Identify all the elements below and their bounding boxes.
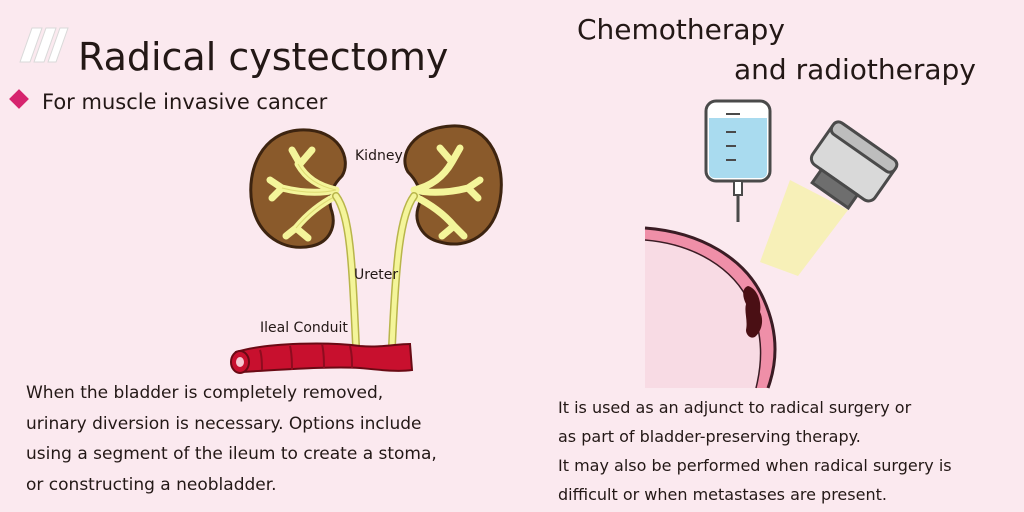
cystectomy-line-4: or constructing a neobladder. bbox=[26, 474, 277, 495]
therapy-line-2: as part of bladder-preserving therapy. bbox=[558, 427, 861, 446]
label-ureter: Ureter bbox=[354, 267, 399, 283]
iv-drip-bag-icon bbox=[704, 99, 772, 222]
radiation-beam bbox=[760, 180, 848, 276]
title-chemotherapy: Chemotherapy bbox=[577, 13, 785, 46]
cystectomy-description: When the bladder is completely removed, … bbox=[26, 378, 456, 500]
left-kidney-illustration bbox=[249, 128, 347, 249]
label-ileal-conduit: Ileal Conduit bbox=[260, 320, 348, 336]
therapy-line-3: It may also be performed when radical su… bbox=[558, 456, 952, 475]
left-ureter bbox=[333, 193, 359, 349]
radiotherapy-machine-icon bbox=[809, 120, 899, 211]
subtitle-muscle-invasive: For muscle invasive cancer bbox=[42, 90, 328, 114]
therapy-description: It is used as an adjunct to radical surg… bbox=[558, 393, 1008, 509]
title-radiotherapy: and radiotherapy bbox=[734, 53, 976, 86]
right-ureter bbox=[389, 193, 417, 349]
label-kidney: Kidney bbox=[355, 148, 403, 164]
right-kidney-illustration bbox=[403, 124, 503, 246]
page-title-radical-cystectomy: Radical cystectomy bbox=[78, 35, 449, 79]
ileal-conduit-illustration bbox=[230, 342, 414, 374]
tumor-mass bbox=[743, 286, 763, 338]
cystectomy-line-2: urinary diversion is necessary. Options … bbox=[26, 413, 422, 434]
cystectomy-line-1: When the bladder is completely removed, bbox=[26, 383, 384, 403]
bladder-wall-illustration bbox=[644, 226, 777, 389]
brand-logo-icon bbox=[19, 27, 69, 63]
therapy-line-1: It is used as an adjunct to radical surg… bbox=[558, 398, 912, 417]
cystectomy-line-3: using a segment of the ileum to create a… bbox=[26, 444, 437, 464]
therapy-line-4: difficult or when metastases are present… bbox=[558, 485, 887, 504]
